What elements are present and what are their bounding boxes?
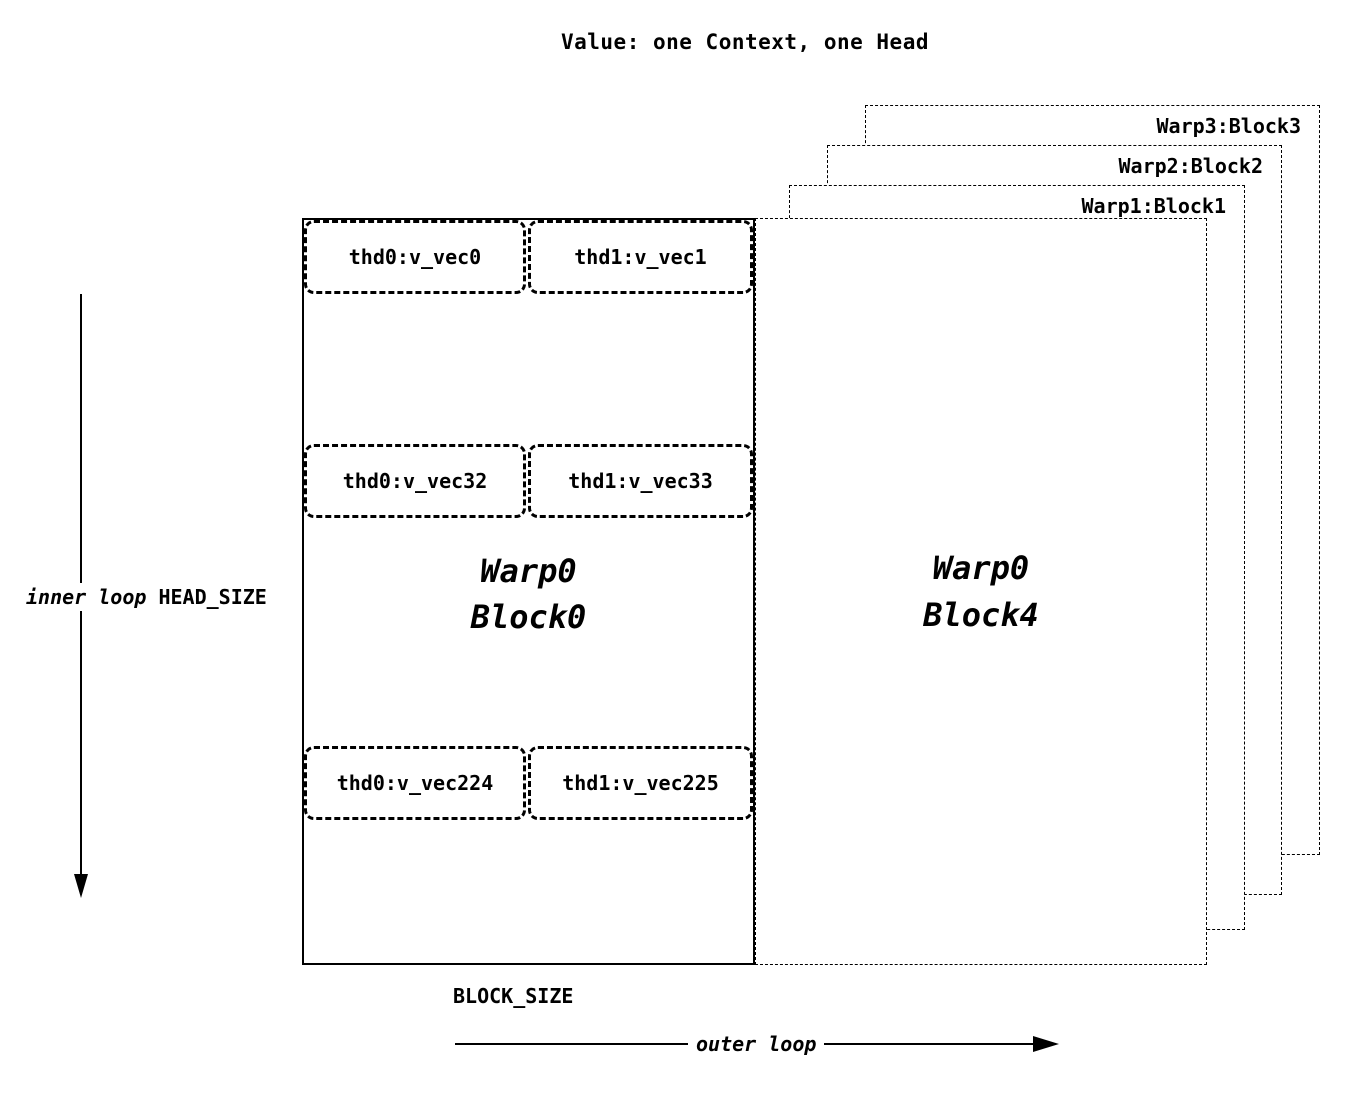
block0-name-line1: Warp0 — [480, 552, 577, 590]
cell-thd1-v-vec1: thd1:v_vec1 — [528, 220, 753, 294]
block4-name-line1: Warp0 — [932, 549, 1030, 588]
warp0-block0-rect — [302, 218, 755, 965]
warp2-block2-label: Warp2:Block2 — [1118, 154, 1264, 178]
head-size-text: HEAD_SIZE — [158, 585, 267, 609]
warp1-block1-label: Warp1:Block1 — [1081, 194, 1227, 218]
cell-thd0-v-vec0: thd0:v_vec0 — [304, 220, 526, 294]
diagram-title: Value: one Context, one Head — [560, 30, 929, 54]
cell-thd0-v-vec32: thd0:v_vec32 — [304, 444, 526, 518]
outer-loop-label: outer loop — [688, 1032, 825, 1056]
block0-name-line2: Block0 — [470, 598, 587, 637]
warp0-block4-rect: Warp0 Block4 — [755, 218, 1207, 965]
block4-name-line2: Block4 — [923, 595, 1039, 634]
warp3-block3-label: Warp3:Block3 — [1156, 114, 1302, 138]
inner-loop-text: inner loop — [26, 585, 147, 609]
inner-loop-label: inner loop HEAD_SIZE — [22, 583, 271, 611]
cell-thd0-v-vec224: thd0:v_vec224 — [304, 746, 526, 820]
cell-thd1-v-vec225: thd1:v_vec225 — [528, 746, 753, 820]
cell-thd1-v-vec33: thd1:v_vec33 — [528, 444, 753, 518]
block0-name: Warp0 Block0 — [302, 548, 755, 641]
block-size-label: BLOCK_SIZE — [453, 984, 574, 1008]
